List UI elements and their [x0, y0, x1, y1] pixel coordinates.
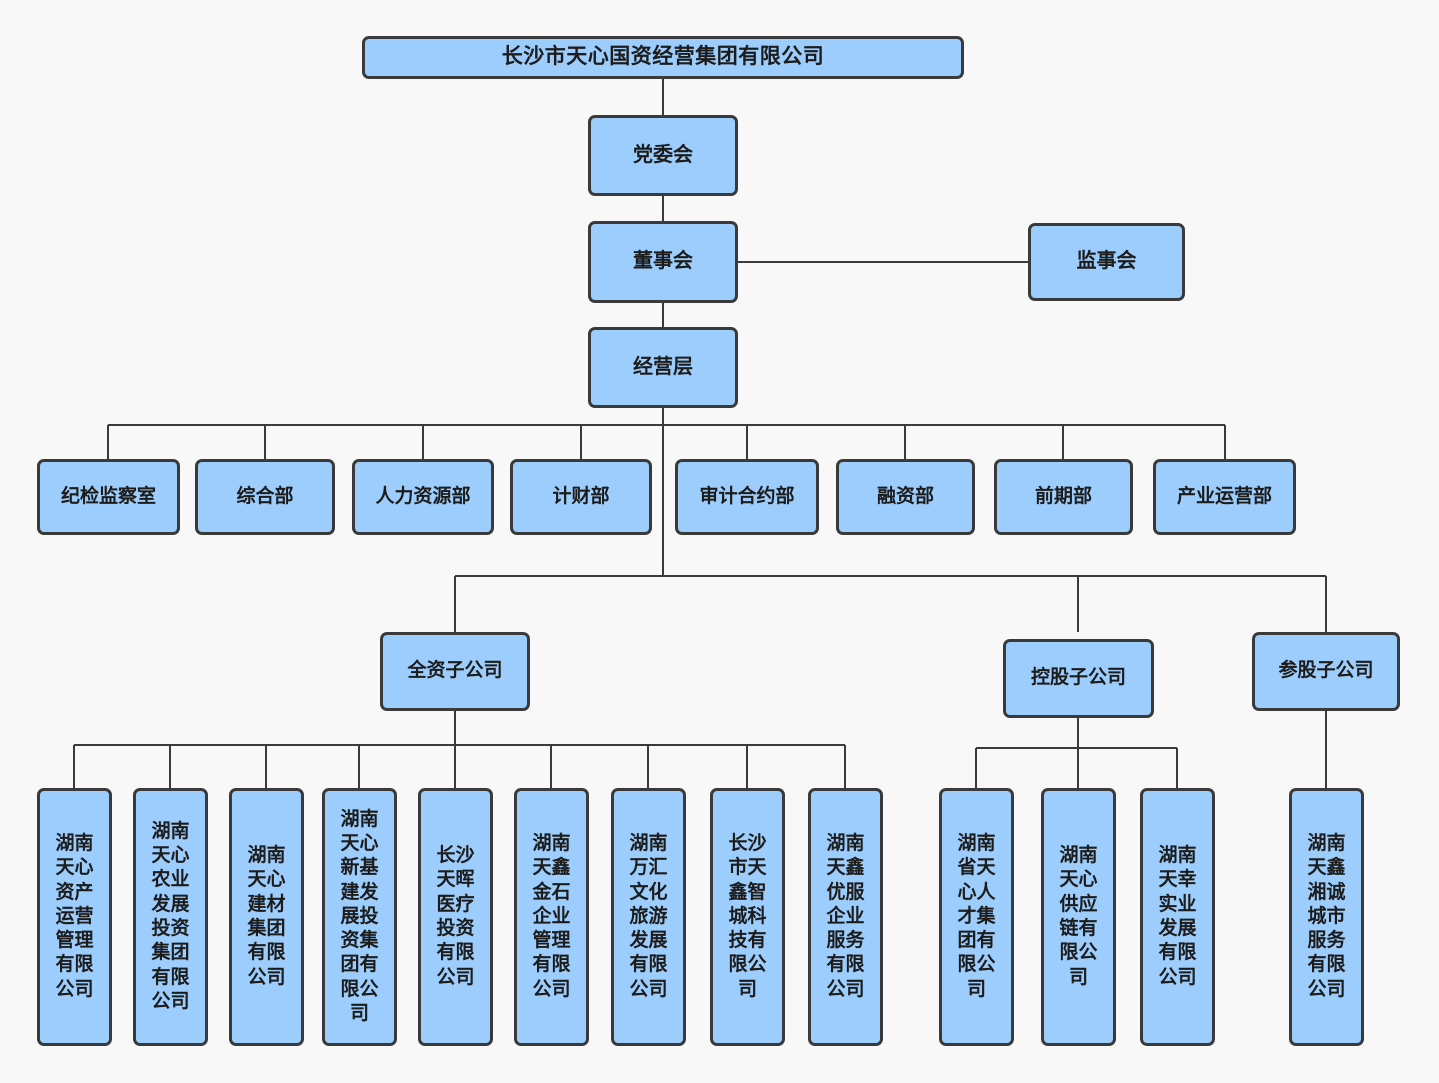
node-label: 经营层	[633, 355, 693, 378]
node-department-4[interactable]: 计财部	[510, 459, 652, 535]
node-label: 纪检监察室	[60, 485, 156, 507]
node-label: 湖南天心资产运营管理有限公司	[55, 832, 94, 1000]
node-department-7[interactable]: 前期部	[994, 459, 1133, 535]
node-label: 湖南天幸实业发展有限公司	[1158, 845, 1197, 988]
node-subsidiary-wholly-7[interactable]: 湖南万汇文化旅游发展有限公司	[611, 788, 686, 1046]
node-department-3[interactable]: 人力资源部	[352, 459, 494, 535]
node-label: 湖南天鑫优服企业服务有限公司	[826, 832, 865, 1000]
node-label: 湖南天心供应链有限公司	[1059, 845, 1098, 988]
node-department-1[interactable]: 纪检监察室	[37, 459, 180, 535]
node-label: 人力资源部	[375, 485, 471, 507]
node-label: 控股子公司	[1030, 667, 1126, 689]
node-label: 参股子公司	[1278, 660, 1374, 682]
node-party-committee[interactable]: 党委会	[588, 115, 738, 196]
node-label: 产业运营部	[1176, 485, 1272, 507]
node-subsidiary-wholly-4[interactable]: 湖南天心新基建发展投资集团有限公司	[322, 788, 397, 1046]
node-subsidiary-wholly-9[interactable]: 湖南天鑫优服企业服务有限公司	[808, 788, 883, 1046]
node-subsidiary-wholly-1[interactable]: 湖南天心资产运营管理有限公司	[37, 788, 112, 1046]
node-category-equity[interactable]: 参股子公司	[1252, 632, 1400, 711]
node-department-6[interactable]: 融资部	[836, 459, 975, 535]
node-subsidiary-wholly-5[interactable]: 长沙天晖医疗投资有限公司	[418, 788, 493, 1046]
node-category-wholly-owned[interactable]: 全资子公司	[380, 632, 530, 711]
node-label: 长沙天晖医疗投资有限公司	[436, 845, 475, 988]
node-category-controlled[interactable]: 控股子公司	[1003, 639, 1154, 718]
node-label: 党委会	[633, 143, 693, 166]
node-department-8[interactable]: 产业运营部	[1153, 459, 1296, 535]
node-label: 长沙市天心国资经营集团有限公司	[501, 45, 825, 69]
node-label: 全资子公司	[407, 660, 503, 682]
node-label: 计财部	[552, 485, 610, 507]
node-subsidiary-wholly-2[interactable]: 湖南天心农业发展投资集团有限公司	[133, 788, 208, 1046]
node-label: 湖南万汇文化旅游发展有限公司	[629, 832, 668, 1000]
node-label: 湖南天鑫金石企业管理有限公司	[532, 832, 571, 1000]
node-department-2[interactable]: 综合部	[195, 459, 335, 535]
node-label: 审计合约部	[699, 485, 795, 507]
node-label: 前期部	[1034, 485, 1092, 507]
node-subsidiary-controlled-1[interactable]: 湖南省天心人才集团有限公司	[939, 788, 1014, 1046]
node-label: 监事会	[1076, 250, 1137, 273]
node-management[interactable]: 经营层	[588, 327, 738, 408]
node-department-5[interactable]: 审计合约部	[675, 459, 819, 535]
node-label: 董事会	[633, 250, 693, 273]
node-subsidiary-wholly-3[interactable]: 湖南天心建材集团有限公司	[229, 788, 304, 1046]
node-label: 湖南省天心人才集团有限公司	[957, 832, 996, 1000]
node-label: 湖南天心新基建发展投资集团有限公司	[340, 808, 379, 1025]
node-subsidiary-equity-1[interactable]: 湖南天鑫湘诚城市服务有限公司	[1289, 788, 1364, 1046]
node-label: 融资部	[876, 485, 934, 507]
node-label: 综合部	[236, 485, 294, 507]
node-subsidiary-wholly-6[interactable]: 湖南天鑫金石企业管理有限公司	[514, 788, 589, 1046]
node-subsidiary-controlled-2[interactable]: 湖南天心供应链有限公司	[1041, 788, 1116, 1046]
node-board-of-supervisors[interactable]: 监事会	[1028, 223, 1185, 301]
node-board-of-directors[interactable]: 董事会	[588, 221, 738, 303]
node-label: 湖南天心建材集团有限公司	[247, 845, 286, 988]
node-root-company[interactable]: 长沙市天心国资经营集团有限公司	[362, 36, 964, 79]
node-subsidiary-controlled-3[interactable]: 湖南天幸实业发展有限公司	[1140, 788, 1215, 1046]
node-label: 长沙市天鑫智城科技有限公司	[728, 832, 767, 1000]
node-label: 湖南天心农业发展投资集团有限公司	[151, 820, 190, 1012]
node-subsidiary-wholly-8[interactable]: 长沙市天鑫智城科技有限公司	[710, 788, 785, 1046]
node-label: 湖南天鑫湘诚城市服务有限公司	[1307, 832, 1346, 1000]
